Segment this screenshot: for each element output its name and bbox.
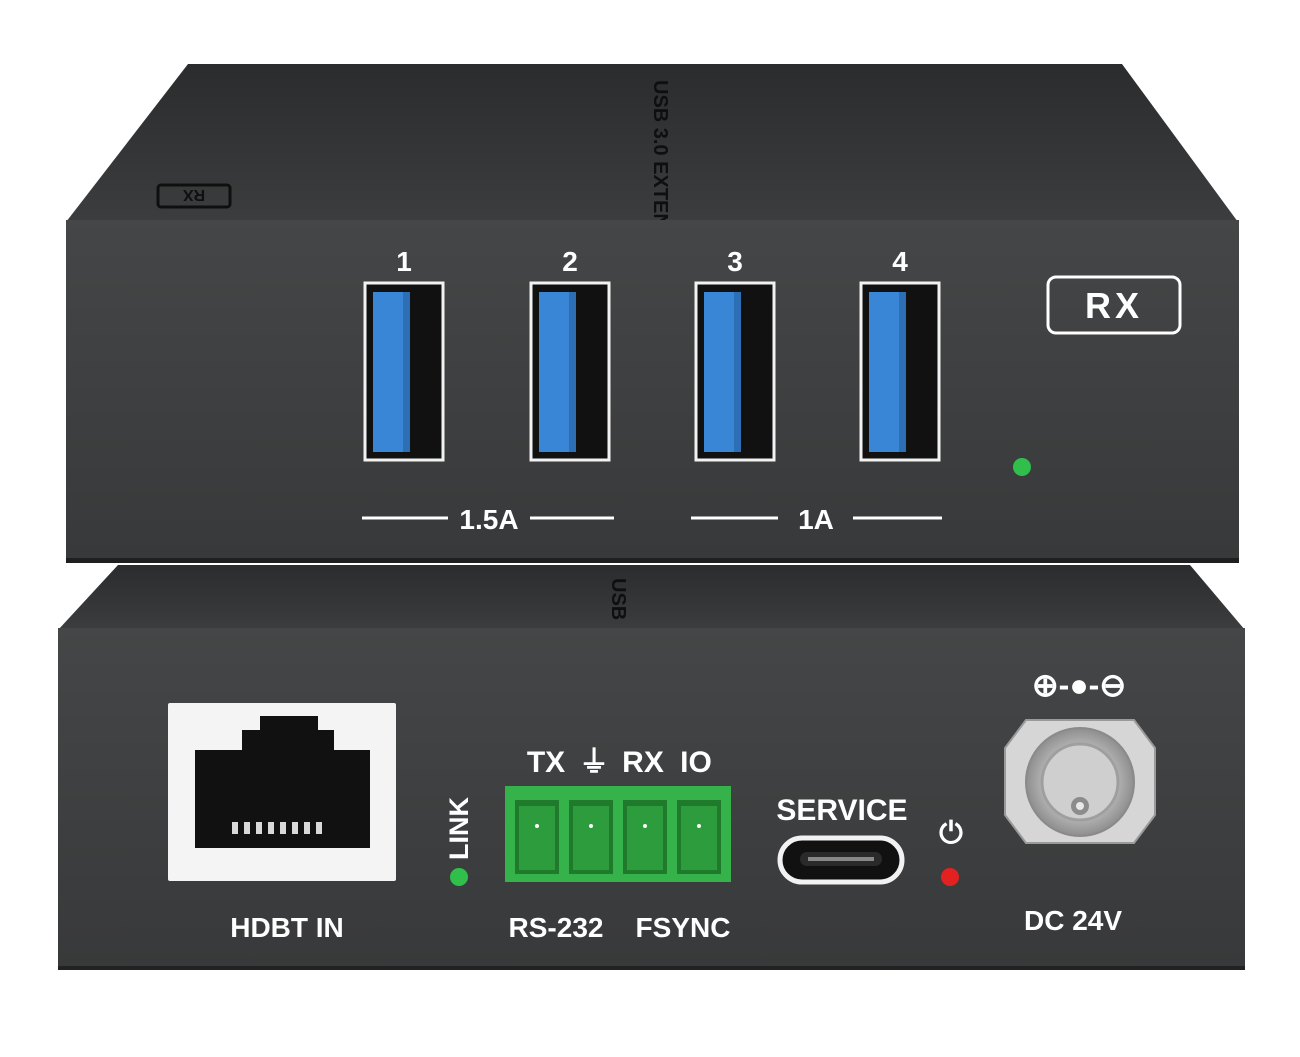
usb-port-4-number: 4 [892, 246, 908, 277]
svg-text:RX: RX [1085, 285, 1143, 326]
usb-port-2[interactable] [529, 281, 611, 462]
usb-port-2-number: 2 [562, 246, 578, 277]
dc-24v-label: DC 24V [1024, 905, 1122, 936]
usb-port-3-number: 3 [727, 246, 743, 277]
dc-polarity-icon: ⊕-●-⊖ [1032, 667, 1126, 703]
svg-text:RX: RX [183, 186, 206, 203]
usb-port-3[interactable] [694, 281, 776, 462]
power-icon: ⏻ [939, 817, 963, 850]
usb-port-1[interactable] [363, 281, 445, 462]
rx-badge: RX [1046, 275, 1182, 335]
current-rating-1a: 1A [798, 504, 834, 535]
link-label: LINK [444, 797, 474, 860]
lower-unit: USB HDBT IN LINK [58, 565, 1245, 970]
status-led [1013, 458, 1031, 476]
upper-unit-front-face [66, 220, 1239, 562]
upper-unit: USB 3.0 EXTENDER 100M RX [66, 64, 1239, 563]
terminal-rx-label: RX [622, 746, 664, 779]
usb-ports [363, 281, 941, 462]
ground-icon: ⏚ [579, 746, 609, 779]
upper-unit-top-face [66, 64, 1238, 222]
link-led [450, 868, 468, 886]
lower-unit-top-face [58, 565, 1245, 630]
current-rating-1-5a: 1.5A [459, 504, 518, 535]
terminal-io-label: IO [680, 746, 712, 779]
hdbt-in-port[interactable] [168, 703, 396, 881]
lower-unit-top-print: USB [607, 578, 629, 620]
usb-port-1-number: 1 [396, 246, 412, 277]
service-usb-c-port[interactable] [777, 835, 905, 885]
dc-24v-power-jack[interactable] [1004, 719, 1156, 844]
fsync-label: FSYNC [636, 912, 731, 943]
power-led [941, 868, 959, 886]
service-label: SERVICE [776, 794, 907, 827]
rs232-fsync-terminal-block[interactable] [505, 786, 731, 882]
hdbt-in-label: HDBT IN [230, 912, 344, 943]
rs232-label: RS-232 [509, 912, 604, 943]
upper-unit-top-badge: RX [156, 183, 232, 209]
terminal-tx-label: TX [527, 746, 565, 779]
usb-port-4[interactable] [859, 281, 941, 462]
